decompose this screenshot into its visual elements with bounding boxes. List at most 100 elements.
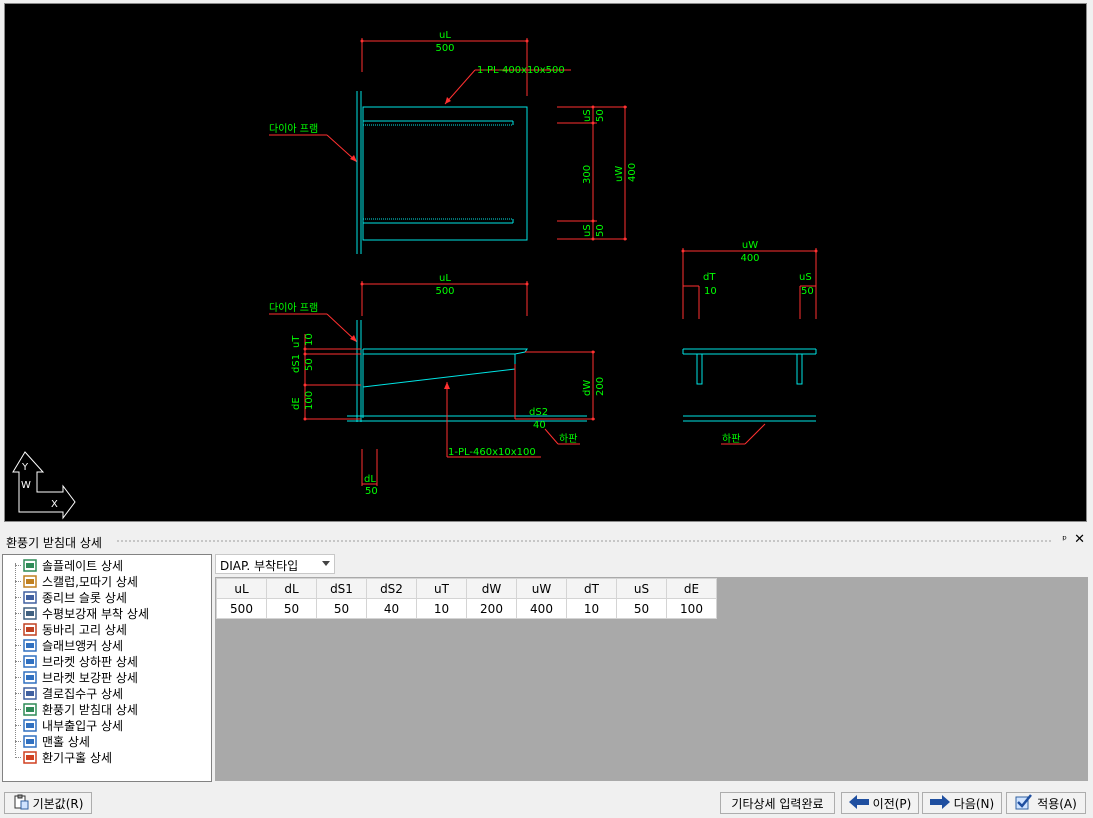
- next-button-label: 다음(N): [953, 796, 995, 811]
- tree-item-label: 환풍기 받침대 상세: [42, 702, 138, 717]
- tree-branch: [15, 629, 21, 630]
- ucs-x-label: X: [51, 499, 58, 510]
- side-ul-label: uL: [439, 273, 451, 284]
- fan-support-icon: [23, 702, 37, 716]
- tree-item[interactable]: 슬래브앵커 상세: [15, 637, 123, 653]
- table-cell[interactable]: 100: [666, 598, 717, 619]
- front-dt-label: dT: [703, 272, 716, 283]
- side-ut-value: 10: [304, 333, 315, 346]
- top-plate-callout: 1-PL-400x10x500: [477, 65, 565, 76]
- table-cell[interactable]: 10: [416, 598, 467, 619]
- panel-title-bar: 환풍기 받침대 상세 ᵖ ✕: [0, 530, 1093, 550]
- side-view: uL 500 다이아 프램 uT 10 dS1: [269, 273, 606, 497]
- ucs-w-label: W: [21, 480, 31, 491]
- side-ds2-label: dS2: [529, 407, 548, 418]
- bracket-plate-icon: [23, 670, 37, 684]
- anchor-icon: [23, 638, 37, 652]
- table-cell[interactable]: 200: [466, 598, 517, 619]
- tree-item-label: 수평보강재 부착 상세: [42, 606, 149, 621]
- sole-plate-icon: [23, 558, 37, 572]
- cad-drawing-canvas[interactable]: uL 500 1-PL-400x10x500 다이아 프램: [4, 3, 1087, 522]
- apply-button[interactable]: 적용(A): [1006, 792, 1086, 814]
- table-cell[interactable]: 500: [216, 598, 267, 619]
- tree-branch: [15, 661, 21, 662]
- column-header: dE: [666, 578, 717, 599]
- side-dl-label: dL: [364, 474, 376, 485]
- top-flange-label: 다이아 프램: [269, 123, 318, 135]
- top-uw-value: 400: [627, 163, 638, 182]
- table-cell[interactable]: 50: [316, 598, 367, 619]
- apply-button-label: 적용(A): [1037, 796, 1077, 811]
- type-select-value: DIAP. 부착타입: [220, 559, 299, 573]
- tree-item[interactable]: 브라켓 보강판 상세: [15, 669, 138, 685]
- tree-branch: [15, 565, 21, 566]
- front-uw-value: 400: [740, 253, 759, 264]
- tree-item[interactable]: 종리브 슬롯 상세: [15, 589, 127, 605]
- top-us-value-1: 50: [595, 109, 606, 122]
- tree-item[interactable]: 스캘럽,모따기 상세: [15, 573, 138, 589]
- tree-branch: [15, 725, 21, 726]
- tree-item-label: 솔플레이트 상세: [42, 558, 124, 573]
- tree-item-label: 브라켓 상하판 상세: [42, 654, 138, 669]
- pin-icon[interactable]: ᵖ: [1062, 533, 1067, 546]
- table-cell[interactable]: 400: [516, 598, 567, 619]
- hook-icon: [23, 622, 37, 636]
- complete-button-label: 기타상세 입력완료: [731, 796, 824, 811]
- column-header: uW: [516, 578, 567, 599]
- tree-item[interactable]: 환기구홀 상세: [15, 749, 113, 765]
- complete-input-button[interactable]: 기타상세 입력완료: [720, 792, 835, 814]
- tree-branch: [15, 757, 21, 758]
- drain-icon: [23, 686, 37, 700]
- column-header: dS1: [316, 578, 367, 599]
- bracket-icon: [23, 654, 37, 668]
- ucs-y-label: Y: [21, 462, 29, 473]
- tree-item[interactable]: 환풍기 받침대 상세: [15, 701, 138, 717]
- tree-item-label: 환기구홀 상세: [42, 750, 113, 765]
- close-icon[interactable]: ✕: [1074, 532, 1085, 547]
- tree-item[interactable]: 맨홀 상세: [15, 733, 90, 749]
- tree-branch: [15, 741, 21, 742]
- table-cell[interactable]: 50: [266, 598, 317, 619]
- clipboard-icon: [13, 794, 29, 813]
- door-icon: [23, 718, 37, 732]
- panel-title: 환풍기 받침대 상세: [6, 536, 102, 550]
- table-cell[interactable]: 10: [566, 598, 617, 619]
- column-header: dS2: [366, 578, 417, 599]
- prev-button[interactable]: 이전(P): [841, 792, 919, 814]
- side-de-label: dE: [291, 397, 302, 410]
- ucs-axis-icon: Y W X: [12, 451, 76, 520]
- tree-item[interactable]: 솔플레이트 상세: [15, 557, 124, 573]
- arrow-left-icon: [848, 794, 869, 812]
- tree-item-label: 맨홀 상세: [42, 734, 90, 749]
- chevron-down-icon[interactable]: [322, 561, 330, 566]
- tree-item[interactable]: 동바리 고리 상세: [15, 621, 127, 637]
- tree-item[interactable]: 수평보강재 부착 상세: [15, 605, 149, 621]
- vent-hole-icon: [23, 750, 37, 764]
- column-header: uS: [616, 578, 667, 599]
- next-button[interactable]: 다음(N): [922, 792, 1002, 814]
- tree-item[interactable]: 결로집수구 상세: [15, 685, 123, 701]
- default-button[interactable]: 기본값(R): [4, 792, 92, 814]
- table-cell[interactable]: 50: [616, 598, 667, 619]
- tree-branch: [15, 613, 21, 614]
- column-header: dW: [466, 578, 517, 599]
- tree-item[interactable]: 브라켓 상하판 상세: [15, 653, 138, 669]
- table-cell[interactable]: 40: [366, 598, 417, 619]
- side-dw-label: dW: [582, 380, 593, 396]
- tree-branch: [15, 645, 21, 646]
- side-bottom-plate-label: 하판: [559, 432, 577, 445]
- tree-item-label: 스캘럽,모따기 상세: [42, 574, 138, 589]
- type-select[interactable]: DIAP. 부착타입: [215, 554, 335, 574]
- front-us-value: 50: [801, 286, 814, 297]
- panel-grip[interactable]: [116, 539, 1051, 543]
- top-us-label-1: uS: [582, 109, 593, 122]
- tree-item[interactable]: 내부출입구 상세: [15, 717, 123, 733]
- front-uw-label: uW: [742, 240, 758, 251]
- front-dt-value: 10: [704, 286, 717, 297]
- column-header: uT: [416, 578, 467, 599]
